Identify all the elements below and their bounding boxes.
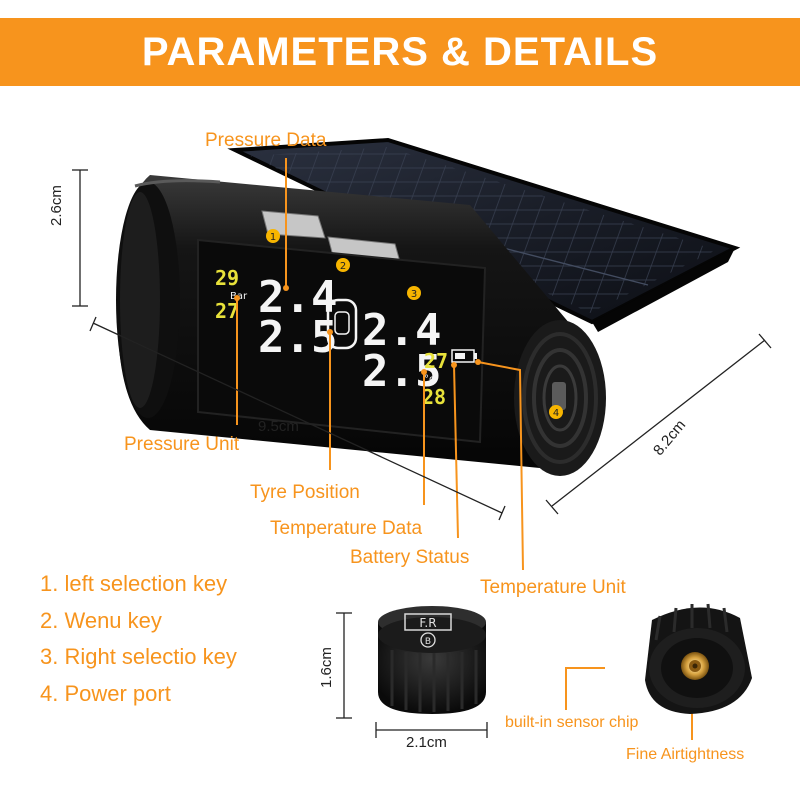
sensor-cap-front: F.R B bbox=[378, 606, 486, 714]
key-legend: 1. left selection key 2. Wenu key 3. Rig… bbox=[40, 566, 237, 712]
callout-temperature-unit: Temperature Unit bbox=[480, 577, 626, 598]
dimension-sensor-width-label: 2.1cm bbox=[406, 734, 447, 751]
lcd-pressure-front-right: 2.4 bbox=[362, 305, 441, 356]
lcd-pressure-rear-left: 2.5 bbox=[258, 312, 337, 363]
dimension-sensor-height-label: 1.6cm bbox=[318, 647, 335, 688]
key-badge-1: 1 bbox=[266, 229, 280, 243]
callout-lines bbox=[236, 158, 693, 740]
sensor-cap-label: F.R bbox=[419, 616, 436, 630]
legend-item: 2. Wenu key bbox=[40, 607, 162, 633]
header-banner: PARAMETERS & DETAILS bbox=[0, 18, 800, 86]
key-badge-2: 2 bbox=[336, 258, 350, 272]
page-title: PARAMETERS & DETAILS bbox=[141, 29, 659, 74]
svg-text:3: 3 bbox=[411, 289, 417, 300]
lcd-temp-top-right: 27 bbox=[424, 349, 448, 373]
callout-pressure-data: Pressure Data bbox=[205, 130, 327, 151]
legend-item: 1. left selection key bbox=[40, 571, 228, 596]
callout-battery-status: Battery Status bbox=[350, 547, 470, 568]
sensor-cap-badge: B bbox=[425, 637, 431, 647]
key-badge-3: 3 bbox=[407, 286, 421, 300]
svg-text:2: 2 bbox=[340, 261, 346, 272]
callout-sensor-chip: built-in sensor chip bbox=[505, 714, 639, 731]
callout-dots bbox=[234, 285, 481, 375]
lcd-temp-unit: °c bbox=[424, 374, 435, 385]
legend-item: 3. Right selectio key bbox=[40, 644, 237, 669]
key-badge-4: 4 bbox=[549, 405, 563, 419]
sensor-cap-underside bbox=[645, 603, 752, 714]
legend-item: 4. Power port bbox=[40, 680, 171, 706]
dimension-height-label: 2.6cm bbox=[48, 185, 65, 226]
callout-tyre-position: Tyre Position bbox=[250, 482, 360, 503]
callout-temperature-data: Temperature Data bbox=[270, 518, 423, 539]
svg-text:1: 1 bbox=[270, 232, 276, 243]
callout-airtightness: Fine Airtightness bbox=[626, 746, 745, 763]
lcd-temp-bottom-right: 28 bbox=[422, 385, 446, 409]
svg-text:4: 4 bbox=[553, 408, 559, 419]
lcd-temp-bottom-left: 27 bbox=[215, 299, 239, 323]
lcd-temp-top-left: 29 bbox=[215, 266, 239, 290]
callout-pressure-unit: Pressure Unit bbox=[124, 434, 240, 455]
lcd-pressure-rear-right: 2.5 bbox=[362, 346, 441, 397]
dimension-length-label: 9.5cm bbox=[258, 418, 299, 435]
dimension-lines bbox=[72, 169, 772, 738]
lcd-pressure-front-left: 2.4 bbox=[258, 272, 337, 323]
